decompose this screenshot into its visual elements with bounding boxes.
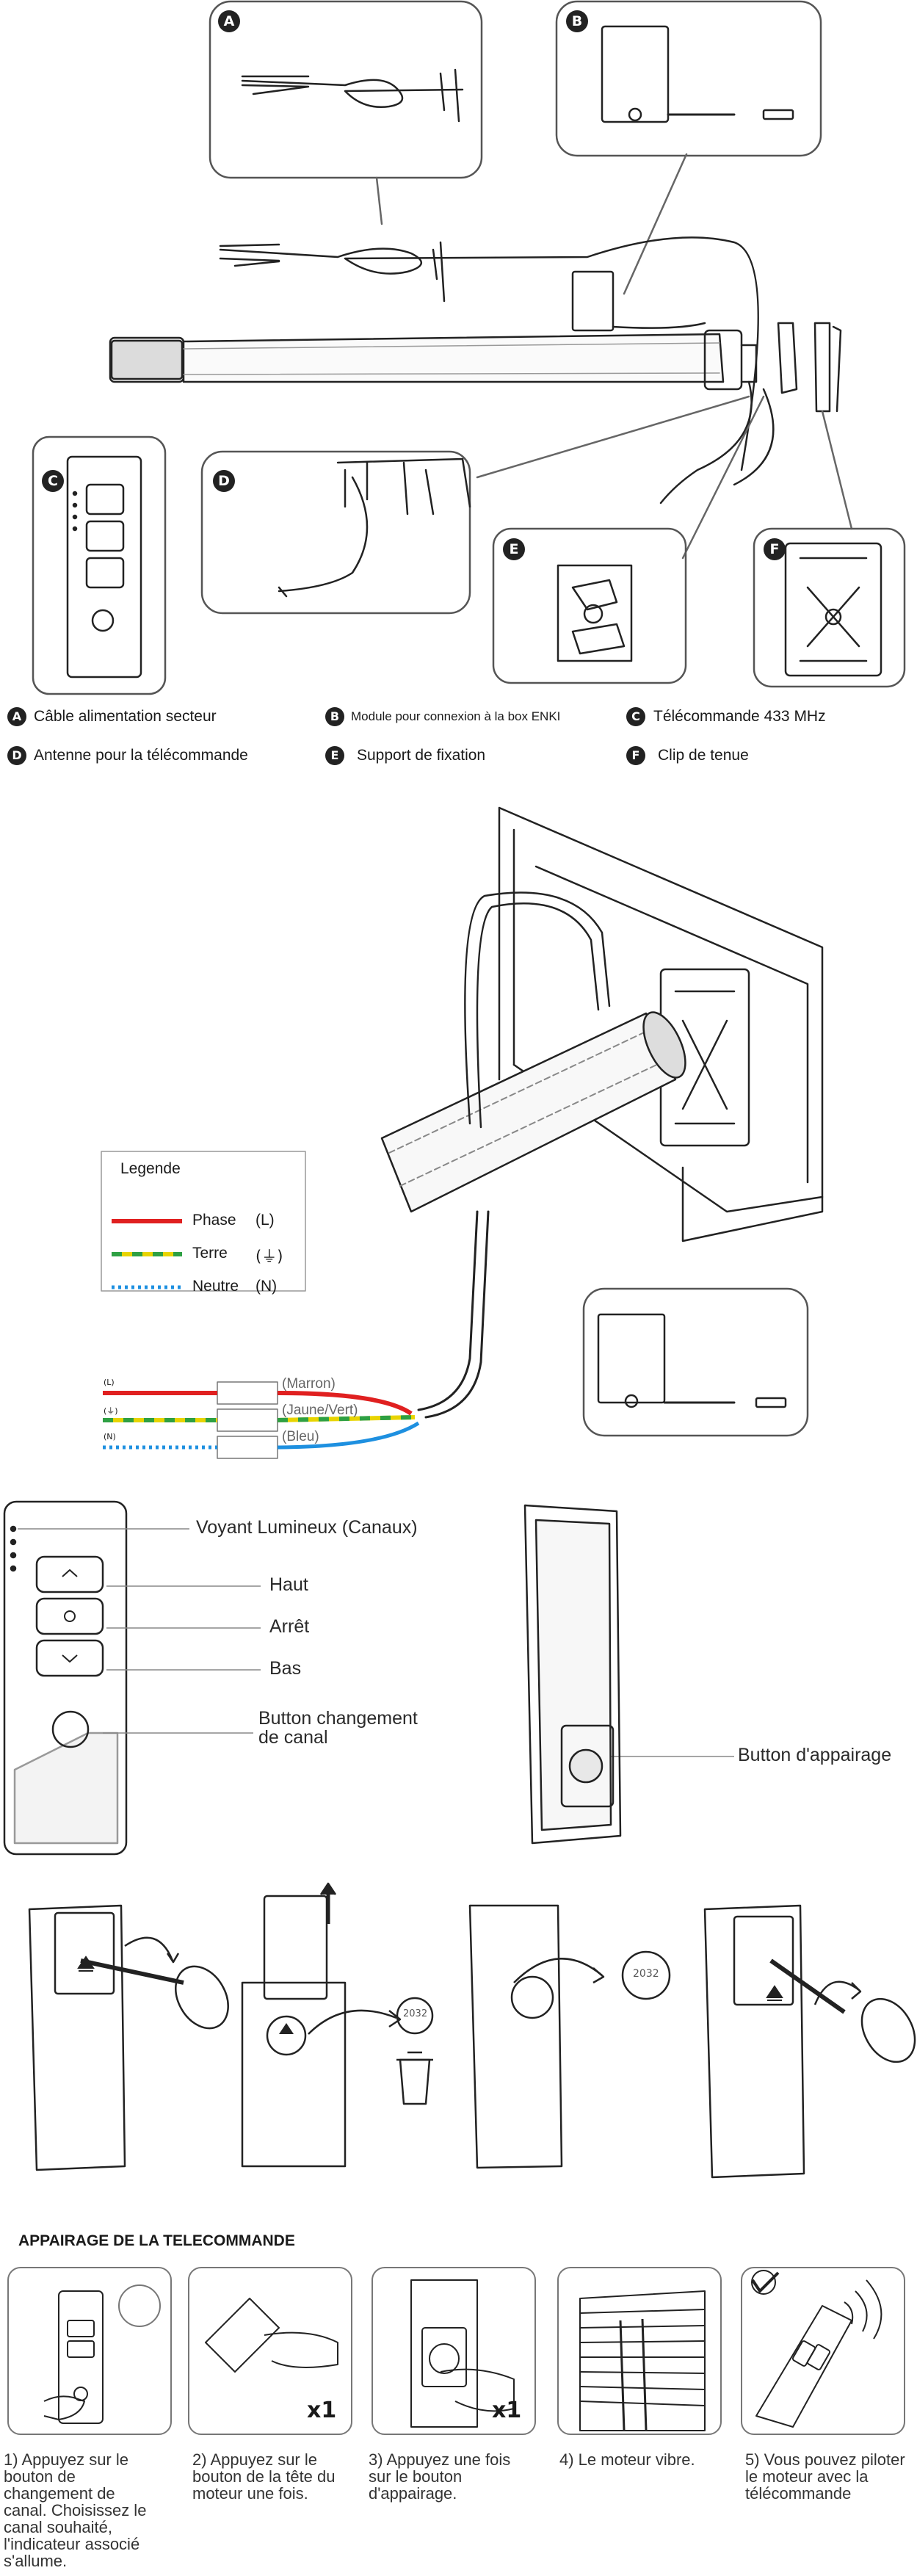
pairing-button-label: Button d'appairage — [738, 1745, 892, 1765]
step-3-count: x1 — [492, 2398, 522, 2423]
wire-l-tag: (L) — [104, 1378, 115, 1387]
remote-drawing — [3, 1500, 734, 1856]
indicator-label: Voyant Lumineux (Canaux) — [196, 1517, 418, 1538]
marker-e-icon: E — [503, 538, 525, 560]
legend-a-text: Câble alimentation secteur — [34, 708, 217, 725]
legend-e-icon: E — [325, 746, 344, 765]
step-1-panel — [7, 2267, 172, 2435]
legend-terre-label: Terre — [192, 1245, 228, 1262]
battery-steps: 2032 2032 — [0, 1882, 917, 2188]
legend-a-icon: A — [7, 707, 26, 726]
legend-phase-symbol: (L) — [255, 1212, 275, 1229]
legend-f-icon: F — [626, 746, 645, 765]
legend-terre-symbol: (⏚) — [255, 1248, 283, 1265]
legend-c-text: Télécommande 433 MHz — [653, 708, 826, 725]
battery-label-3: 2032 — [633, 1968, 659, 1980]
wire-jaunevert-label: (Jaune/Vert) — [282, 1403, 358, 1418]
component-legend: A Câble alimentation secteur B Module po… — [0, 705, 917, 778]
motor-assembly-drawing — [32, 0, 906, 695]
wire-n-tag: (N) — [104, 1432, 116, 1441]
step-2-caption: 2) Appuyez sur le bouton de la tête du m… — [192, 2450, 336, 2503]
step-3-panel — [371, 2267, 536, 2435]
wire-bleu-label: (Bleu) — [282, 1429, 319, 1444]
wire-earth-tag: (⏚) — [104, 1406, 118, 1416]
legend-f-text: Clip de tenue — [658, 747, 749, 764]
channel-button-label-1: Button changement — [258, 1708, 418, 1729]
up-label: Haut — [269, 1574, 308, 1595]
legend-c-icon: C — [626, 707, 645, 726]
step-1-caption: 1) Appuyez sur le bouton de changement d… — [4, 2450, 147, 2570]
legend-b-text: Module pour connexion à la box ENKI — [351, 709, 561, 723]
legend-e-text: Support de fixation — [357, 747, 486, 764]
battery-drawing — [28, 1882, 916, 2179]
legend-b-icon: B — [325, 707, 344, 726]
legend-neutre-label: Neutre — [192, 1278, 239, 1295]
step-2-panel — [188, 2267, 352, 2435]
installation-drawing — [101, 806, 824, 1459]
battery-label-2: 2032 — [403, 2008, 428, 2019]
wire-marron-label: (Marron) — [282, 1376, 336, 1392]
pairing-drawing — [43, 2270, 882, 2431]
wiring-diagram: Legende Phase (L) Terre (⏚) Neutre (N) (… — [0, 800, 917, 1469]
legend-d-text: Antenne pour la télécommande — [34, 747, 248, 764]
down-label: Bas — [269, 1658, 302, 1679]
stop-label: Arrêt — [269, 1616, 310, 1637]
marker-a-icon: A — [218, 10, 240, 32]
marker-c-icon: C — [42, 470, 64, 492]
legend-title: Legende — [120, 1160, 181, 1177]
channel-button-label-2: de canal — [258, 1727, 328, 1748]
marker-f-icon: F — [764, 538, 786, 560]
pairing-title: APPAIRAGE DE LA TELECOMMANDE — [18, 2232, 295, 2249]
step-2-count: x1 — [307, 2398, 337, 2423]
step-3-caption: 3) Appuyez une fois sur le bouton d'appa… — [369, 2450, 511, 2503]
legend-d-icon: D — [7, 746, 26, 765]
marker-d-icon: D — [213, 470, 235, 492]
step-5-caption: 5) Vous pouvez piloter le moteur avec la… — [745, 2450, 905, 2503]
legend-neutre-symbol: (N) — [255, 1278, 278, 1295]
remote-diagram: Voyant Lumineux (Canaux) Haut Arrêt Bas … — [0, 1491, 917, 1887]
step-4-caption: 4) Le moteur vibre. — [559, 2450, 695, 2469]
pairing-section: APPAIRAGE DE LA TELECOMMANDE — [0, 2218, 917, 2576]
marker-b-icon: B — [566, 10, 588, 32]
components-diagram: A B C D E F — [0, 0, 917, 705]
step-5-panel — [741, 2267, 905, 2435]
legend-phase-label: Phase — [192, 1212, 236, 1229]
